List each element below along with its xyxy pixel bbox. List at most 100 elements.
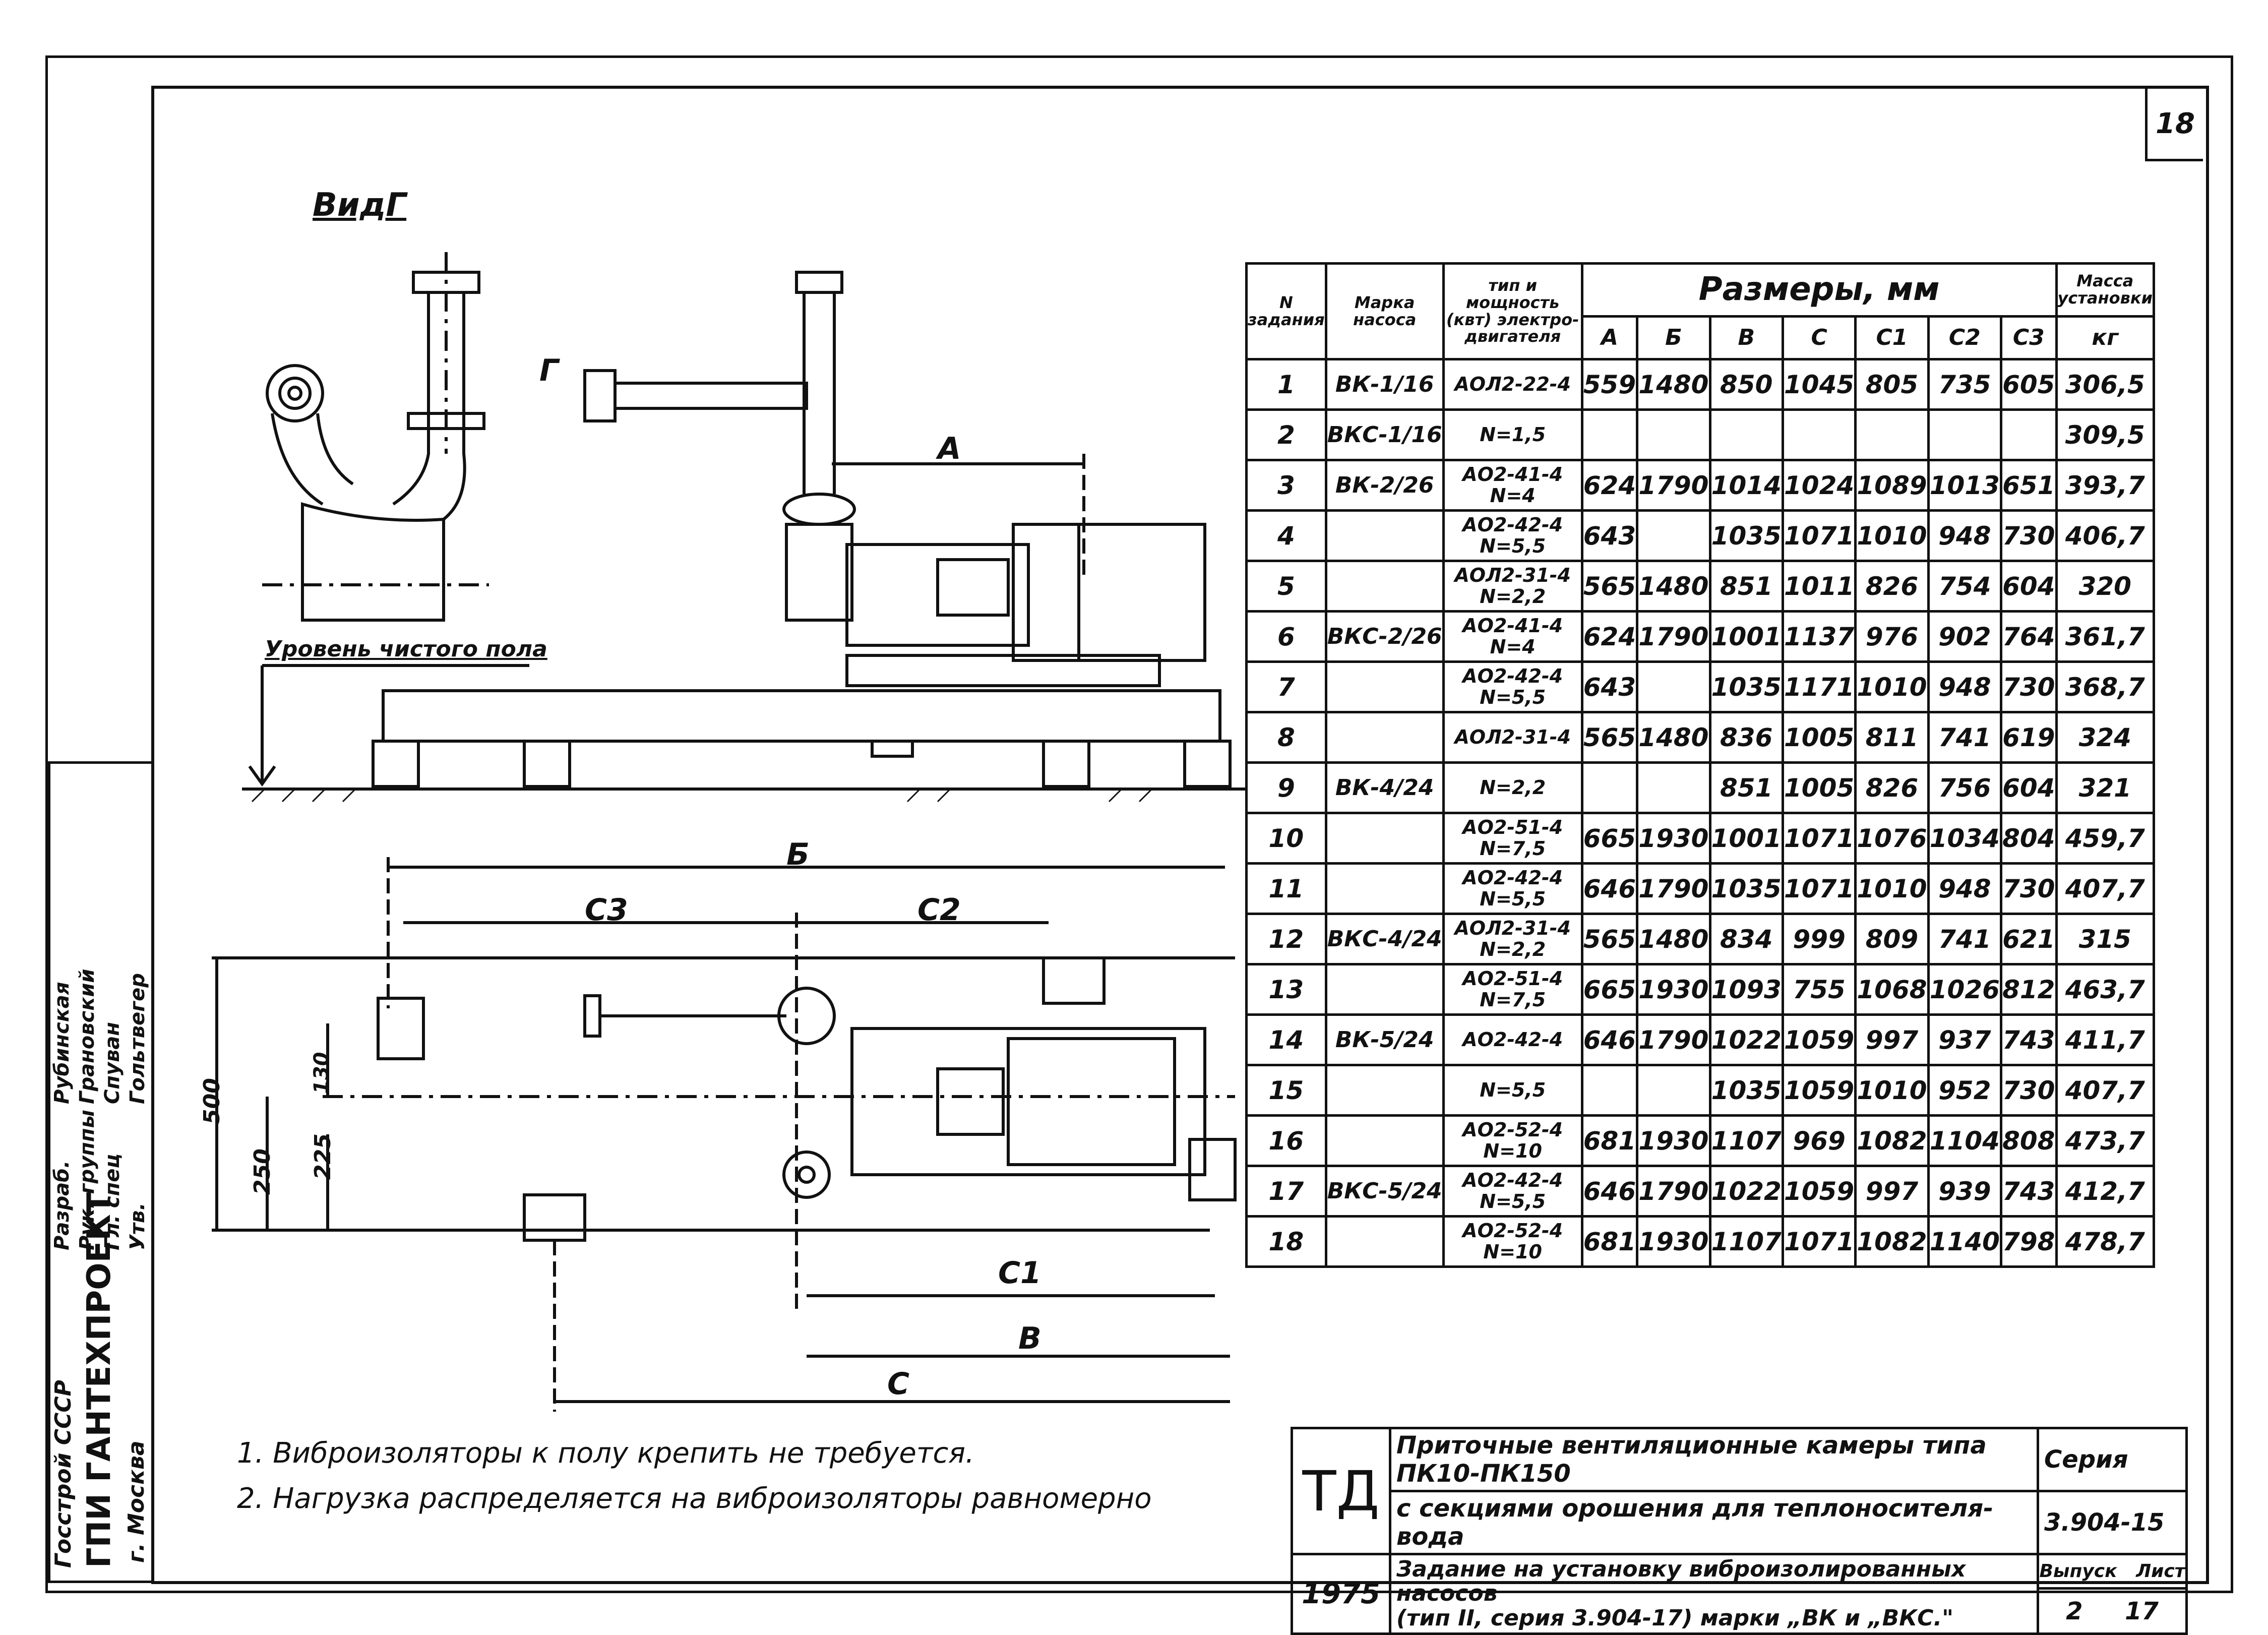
table-cell-motor: АО2-41-4 N=4	[1442, 610, 1583, 663]
table-cell-c2: 754	[1927, 560, 2003, 613]
table-cell-c2: 948	[1927, 862, 2003, 915]
table-cell-n: 15	[1245, 1064, 1327, 1117]
table-cell-mass: 411,7	[2055, 1013, 2156, 1066]
table-cell-b: 1930	[1636, 963, 1711, 1016]
stamp-role-4: Утв.	[126, 1202, 149, 1250]
table-cell-c3: 798	[2000, 1215, 2058, 1268]
col-header-c1: С1	[1854, 315, 1930, 360]
note-1: 1. Виброизоляторы к полу крепить не треб…	[237, 1437, 974, 1470]
table-cell-n: 13	[1245, 963, 1327, 1016]
table-cell-a: 624	[1580, 610, 1639, 663]
stamp-role-3: Гл. спец	[101, 1153, 124, 1250]
table-cell-n: 3	[1245, 459, 1327, 512]
table-cell-mass: 368,7	[2055, 660, 2156, 713]
table-cell-c3: 804	[2000, 812, 2058, 865]
sheet-label: Лист	[2136, 1560, 2185, 1582]
dim-label-b: Б	[786, 837, 810, 872]
table-cell-c: 1071	[1781, 1215, 1857, 1268]
table-cell-c1: 997	[1854, 1165, 1930, 1218]
table-cell-c: 1071	[1781, 862, 1857, 915]
floor-level-label: Уровень чистого пола	[265, 636, 547, 662]
table-cell-n: 16	[1245, 1114, 1327, 1167]
sheet-number: 18	[2156, 107, 2195, 140]
title-block: ТД Приточные вентиляционные камеры типа …	[1291, 1427, 2188, 1635]
table-cell-n: 9	[1245, 761, 1327, 814]
table-cell-motor: N=5,5	[1442, 1064, 1583, 1117]
col-header-dims: Размеры, мм	[1580, 262, 2058, 318]
table-cell-c1: 1010	[1854, 862, 1930, 915]
table-cell-c1: 997	[1854, 1013, 1930, 1066]
table-cell-v: 1035	[1708, 862, 1784, 915]
table-cell-c1: 805	[1854, 358, 1930, 411]
issue-sheet-values: 2 17	[2037, 1587, 2188, 1635]
table-cell-c2: 1140	[1927, 1215, 2003, 1268]
table-cell-c: 755	[1781, 963, 1857, 1016]
table-cell-b: 1790	[1636, 610, 1711, 663]
table-cell-motor: АО2-41-4 N=4	[1442, 459, 1583, 512]
col-header-c: С	[1781, 315, 1857, 360]
col-header-mass: Масса установки	[2055, 262, 2156, 318]
table-cell-b: 1480	[1636, 711, 1711, 764]
table-cell-c3: 743	[2000, 1013, 2058, 1066]
table-cell-c1: 809	[1854, 913, 1930, 965]
side-stamp	[48, 761, 154, 1583]
table-cell-c: 1071	[1781, 509, 1857, 562]
table-cell-motor: АО2-42-4 N=5,5	[1442, 862, 1583, 915]
table-cell-a: 624	[1580, 459, 1639, 512]
table-cell-c1: 1010	[1854, 1064, 1930, 1117]
stamp-role-1: Разраб.	[50, 1160, 74, 1250]
table-cell-c: 1171	[1781, 660, 1857, 713]
dim-label-c2: С2	[917, 892, 961, 928]
table-cell-c1: 1082	[1854, 1114, 1930, 1167]
table-cell-motor: АО2-42-4 N=5,5	[1442, 1165, 1583, 1218]
table-cell-c: 1011	[1781, 560, 1857, 613]
stamp-org-1: Госстрой СССР	[50, 1380, 76, 1568]
table-cell-mark	[1324, 1215, 1445, 1268]
note-2: 2. Нагрузка распределяется на виброизоля…	[237, 1482, 1152, 1515]
table-cell-b: 1790	[1636, 862, 1711, 915]
doc-year: 1975	[1291, 1552, 1391, 1635]
table-cell-mark: ВК-2/26	[1324, 459, 1445, 512]
table-cell-c2: 948	[1927, 509, 2003, 562]
table-cell-mark: ВКС-2/26	[1324, 610, 1445, 663]
series-value: 3.904-15	[2037, 1490, 2188, 1555]
table-cell-n: 4	[1245, 509, 1327, 562]
table-cell-v	[1708, 408, 1784, 461]
table-cell-c1: 1068	[1854, 963, 1930, 1016]
doc-code: ТД	[1291, 1427, 1391, 1555]
table-cell-n: 12	[1245, 913, 1327, 965]
table-cell-motor: АОЛ2-31-4 N=2,2	[1442, 560, 1583, 613]
table-cell-v: 1093	[1708, 963, 1784, 1016]
table-cell-c3: 730	[2000, 1064, 2058, 1117]
table-cell-c: 969	[1781, 1114, 1857, 1167]
table-cell-n: 10	[1245, 812, 1327, 865]
table-cell-n: 17	[1245, 1165, 1327, 1218]
drawing-frame	[151, 86, 2209, 1584]
dim-label-a: А	[938, 431, 961, 466]
col-header-a: А	[1580, 315, 1639, 360]
table-cell-a	[1580, 761, 1639, 814]
table-cell-c: 1137	[1781, 610, 1857, 663]
table-cell-motor: N=1,5	[1442, 408, 1583, 461]
table-cell-mass: 407,7	[2055, 862, 2156, 915]
table-cell-mass: 315	[2055, 913, 2156, 965]
table-cell-a: 559	[1580, 358, 1639, 411]
table-cell-c2: 1026	[1927, 963, 2003, 1016]
table-cell-a: 681	[1580, 1114, 1639, 1167]
table-cell-c3: 604	[2000, 761, 2058, 814]
table-cell-v: 1001	[1708, 812, 1784, 865]
table-cell-mark: ВКС-1/16	[1324, 408, 1445, 461]
table-cell-b	[1636, 1064, 1711, 1117]
table-cell-v: 1014	[1708, 459, 1784, 512]
table-cell-motor: АО2-52-4 N=10	[1442, 1215, 1583, 1268]
stamp-name-1: Рубинская	[50, 982, 74, 1104]
table-cell-mass: 478,7	[2055, 1215, 2156, 1268]
table-cell-a: 565	[1580, 560, 1639, 613]
